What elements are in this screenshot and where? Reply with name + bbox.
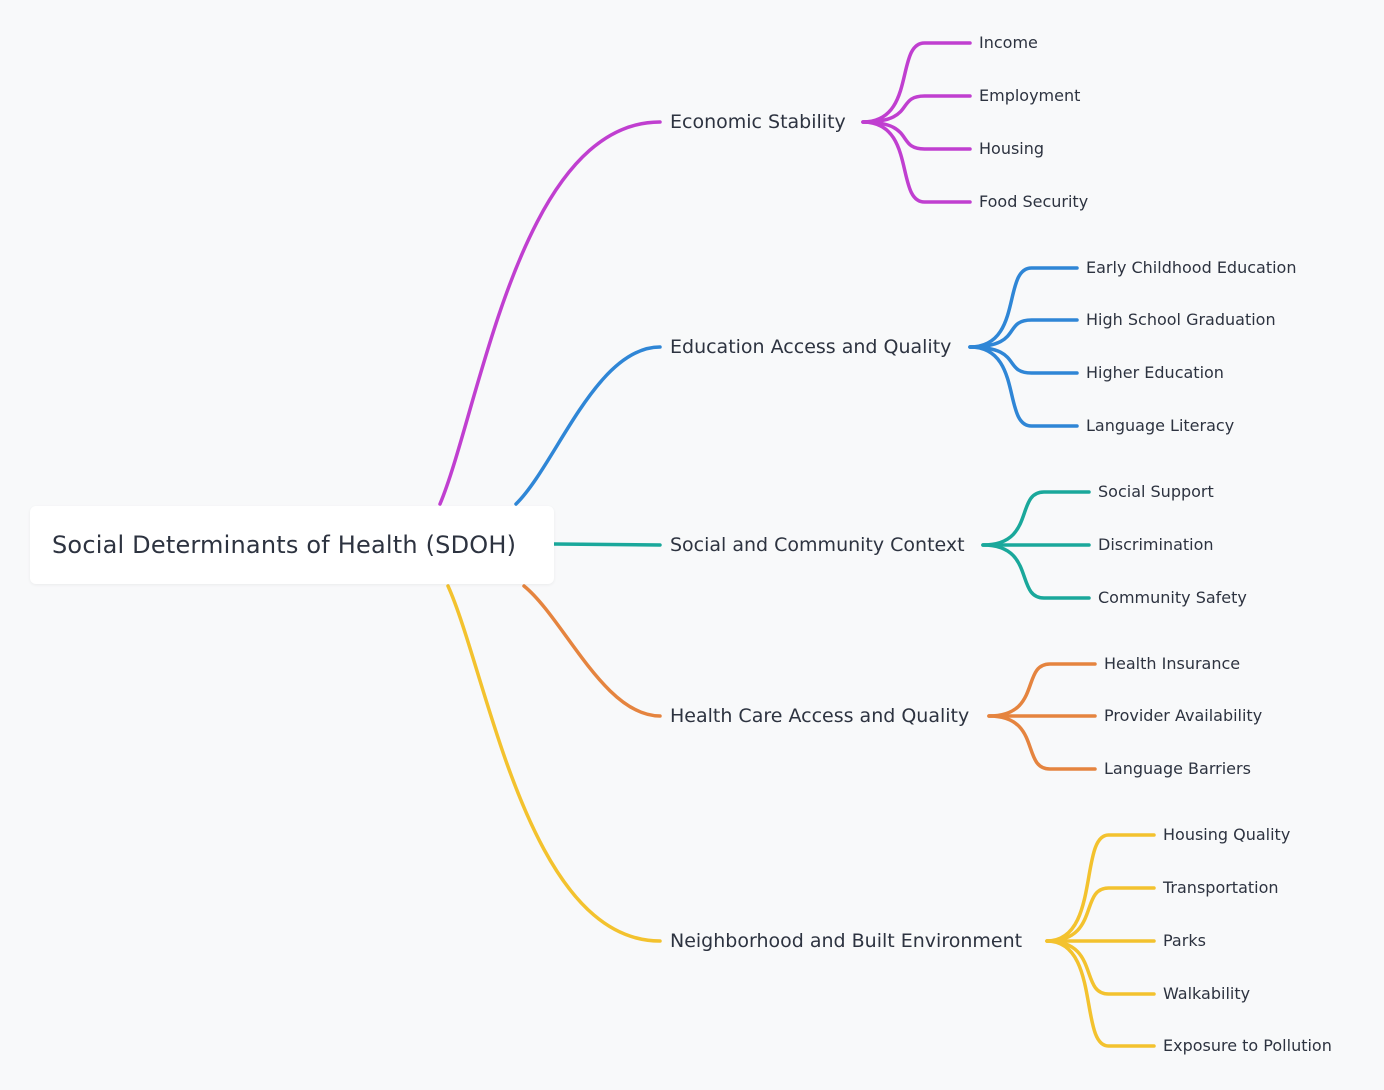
leaf-connector: [968, 345, 1079, 375]
leaf-label[interactable]: Language Barriers: [1104, 759, 1251, 778]
leaf-connector: [981, 490, 1091, 547]
leaf-label[interactable]: Community Safety: [1098, 588, 1247, 607]
leaf-connector: [861, 41, 972, 124]
leaf-connector: [1045, 939, 1156, 1048]
leaf-label[interactable]: Income: [979, 33, 1038, 52]
leaf-connector: [968, 345, 1079, 428]
branch-connector: [552, 542, 662, 547]
leaf-label[interactable]: Provider Availability: [1104, 706, 1263, 725]
leaf-label[interactable]: Discrimination: [1098, 535, 1214, 554]
leaf-label[interactable]: Walkability: [1163, 984, 1251, 1003]
leaf-connector: [987, 662, 1097, 718]
branch-label[interactable]: Social and Community Context: [670, 534, 965, 556]
leaf-connector: [968, 318, 1079, 349]
leaf-connector: [1045, 939, 1156, 996]
leaf-label[interactable]: Food Security: [979, 192, 1089, 211]
leaf-connector: [987, 714, 1097, 771]
leaf-label[interactable]: High School Graduation: [1086, 310, 1276, 329]
root-node[interactable]: Social Determinants of Health (SDOH): [30, 506, 554, 584]
branch-connector: [438, 120, 662, 506]
branch-connector: [522, 584, 662, 718]
leaf-connector: [861, 94, 972, 124]
leaf-label[interactable]: Employment: [979, 86, 1081, 105]
branch-label[interactable]: Education Access and Quality: [670, 336, 952, 358]
leaf-label[interactable]: Exposure to Pollution: [1163, 1036, 1332, 1055]
leaf-label[interactable]: Parks: [1163, 931, 1206, 950]
leaf-connector: [968, 266, 1079, 349]
branch-label[interactable]: Economic Stability: [670, 111, 846, 133]
leaf-label[interactable]: Social Support: [1098, 482, 1214, 501]
leaf-connector: [1045, 833, 1156, 943]
branch-connector: [446, 584, 662, 943]
leaf-label[interactable]: Housing: [979, 139, 1045, 158]
leaf-label[interactable]: Language Literacy: [1086, 416, 1235, 435]
leaf-label[interactable]: Early Childhood Education: [1086, 258, 1297, 277]
leaf-label[interactable]: Health Insurance: [1104, 654, 1241, 673]
branch-label[interactable]: Health Care Access and Quality: [670, 705, 970, 727]
leaf-label[interactable]: Higher Education: [1086, 363, 1224, 382]
leaf-label[interactable]: Transportation: [1163, 878, 1279, 897]
root-label: Social Determinants of Health (SDOH): [52, 531, 517, 559]
branch-label[interactable]: Neighborhood and Built Environment: [670, 930, 1023, 952]
branch-connector: [514, 345, 662, 506]
leaf-connector: [1045, 886, 1156, 943]
leaf-label[interactable]: Housing Quality: [1163, 825, 1291, 844]
leaf-connector: [861, 120, 972, 151]
leaf-connector: [861, 120, 972, 204]
leaf-connector: [981, 543, 1091, 600]
